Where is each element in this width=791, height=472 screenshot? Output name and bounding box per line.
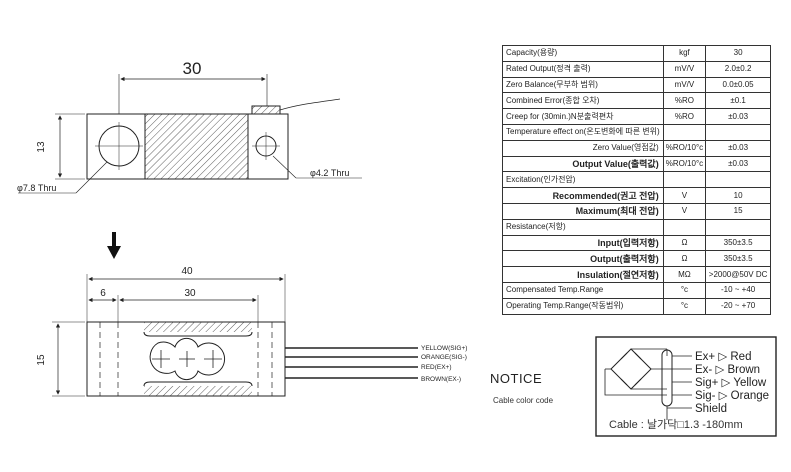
spec-row: Temperature effect on(온도변화에 따른 변위) [502,123,771,141]
wiring-diagram [595,336,777,437]
wiring-line-2: Ex- ▷ Brown [695,364,760,376]
spec-unit [662,123,707,141]
wire-label-red: RED(EX+) [421,364,452,371]
wiring-line-4: Sig- ▷ Orange [695,390,769,402]
wire-label-orange: ORANGE(SIG-) [421,354,467,361]
spec-unit: %RO/10°c [662,155,707,173]
spec-row: Creep for (30min.)N분출력편차%RO±0.03 [502,108,771,125]
spec-value: ±0.03 [705,155,771,173]
top-view [18,74,362,194]
spec-label: Compensated Temp.Range [502,281,664,299]
wire-label-yellow: YELLOW(SIG+) [421,345,467,352]
spec-value [705,123,771,141]
spec-row: Combined Error(종합 오차)%RO±0.1 [502,92,771,110]
spec-value: ±0.03 [705,108,771,125]
dim-bottom-offset: 6 [100,288,106,299]
spec-unit: Ω [662,234,707,252]
spec-value: >2000@50V DC [705,266,771,283]
spec-label: Recommended(권고 전압) [502,187,664,204]
spec-label: Excitation(인가전압) [502,171,664,189]
label-hole-small: φ4.2 Thru [310,168,349,178]
spec-value [705,218,771,236]
spec-unit: V [662,187,707,204]
spec-label: Creep for (30min.)N분출력편차 [502,108,664,125]
spec-label: Input(입력저항) [502,234,664,252]
dim-bottom-height: 15 [36,354,47,366]
spec-unit: kgf [662,45,707,62]
dim-bottom-length: 40 [181,266,193,277]
spec-value: -20 ~ +70 [705,297,771,315]
spec-unit: %RO [662,92,707,110]
dim-bottom-span: 30 [184,288,196,299]
spec-value: 30 [705,45,771,62]
top-hatch-area [144,113,249,180]
label-hole-large: φ7.8 Thru [17,183,56,193]
spec-label: Maximum(최대 전압) [502,202,664,220]
wiring-line-5: Shield [695,403,727,415]
cable-spec: Cable : 날가닥□1.3 -180mm [609,419,743,431]
spec-value: ±0.03 [705,139,771,157]
spec-row: Operating Temp.Range(작동범위)°c-20 ~ +70 [502,297,771,315]
spec-unit: mV/V [662,76,707,94]
wiring-line-3: Sig+ ▷ Yellow [695,377,767,389]
spec-row: Compensated Temp.Range°c-10 ~ +40 [502,281,771,299]
spec-label: Insulation(절연저항) [502,266,664,283]
spec-value: -10 ~ +40 [705,281,771,299]
spec-unit: Ω [662,250,707,268]
spec-unit: mV/V [662,60,707,78]
top-hatch-cap [251,105,281,115]
spec-row: Excitation(인가전압) [502,171,771,189]
spec-value: ±0.1 [705,92,771,110]
spec-row: Output Value(출력값)%RO/10°c±0.03 [502,155,771,173]
spec-unit: °c [662,281,707,299]
spec-row: Insulation(절연저항)MΩ>2000@50V DC [502,266,771,283]
spec-unit [662,218,707,236]
wiring-line-1: Ex+ ▷ Red [695,351,751,363]
notice-subtitle: Cable color code [493,396,554,405]
spec-value: 10 [705,187,771,204]
spec-value: 0.0±0.05 [705,76,771,94]
spec-label: Zero Balance(무부하 범위) [502,76,664,94]
dim-top-length: 30 [183,59,202,78]
dogbone-cutout [149,338,226,380]
dim-top-height: 13 [36,141,47,153]
spec-value [705,171,771,189]
spec-unit: MΩ [662,266,707,283]
spec-label: Output(출력저항) [502,250,664,268]
spec-unit: °c [662,297,707,315]
spec-label: Combined Error(종합 오차) [502,92,664,110]
spec-row: Resistance(저항) [502,218,771,236]
spec-label: Temperature effect on(온도변화에 따른 변위) [502,123,664,141]
spec-row: Zero Value(영점값)%RO/10°c±0.03 [502,139,771,157]
spec-unit [662,171,707,189]
spec-value: 350±3.5 [705,250,771,268]
spec-value: 350±3.5 [705,234,771,252]
spec-unit: %RO [662,108,707,125]
spec-label: Zero Value(영점값) [502,139,664,157]
spec-unit: %RO/10°c [662,139,707,157]
notice-title: NOTICE [490,371,543,386]
bottom-view [52,274,418,397]
spec-label: Rated Output(정격 출력) [502,60,664,78]
spec-value: 15 [705,202,771,220]
wire-label-brown: BROWN(EX-) [421,376,461,383]
spec-label: Operating Temp.Range(작동범위) [502,297,664,315]
spec-label: Output Value(출력값) [502,155,664,173]
spec-label: Capacity(용량) [502,45,664,62]
spec-label: Resistance(저항) [502,218,664,236]
spec-unit: V [662,202,707,220]
down-arrow-icon [107,232,121,259]
spec-value: 2.0±0.2 [705,60,771,78]
